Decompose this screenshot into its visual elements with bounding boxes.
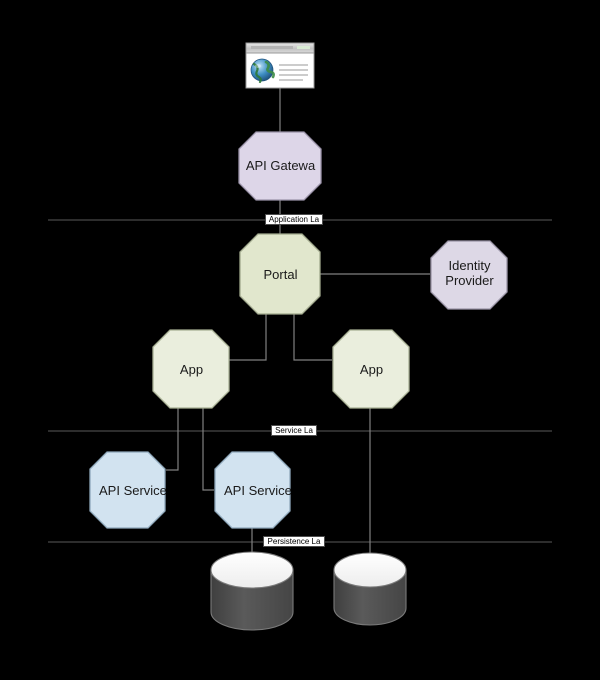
browser-titlebar-text bbox=[251, 46, 293, 49]
node-identity-provider-shape bbox=[430, 240, 508, 310]
edge-app-left-to-api-service-right bbox=[202, 408, 214, 491]
browser-text-lines bbox=[279, 64, 308, 81]
node-database-right-top bbox=[333, 552, 407, 588]
node-database-right[interactable] bbox=[333, 552, 407, 626]
browser-window[interactable] bbox=[245, 42, 315, 89]
node-api-service-right-shape bbox=[214, 451, 291, 529]
node-api-service-left[interactable] bbox=[89, 451, 166, 529]
node-api-service-right[interactable] bbox=[214, 451, 291, 529]
edge-portal-to-app-left bbox=[228, 314, 267, 361]
node-portal-shape bbox=[239, 233, 321, 315]
node-api-gateway[interactable] bbox=[238, 131, 322, 201]
node-database-left[interactable] bbox=[210, 551, 294, 631]
node-app-left-shape bbox=[152, 329, 230, 409]
node-app-right-shape bbox=[332, 329, 410, 409]
globe-icon bbox=[250, 58, 275, 84]
node-identity-provider[interactable] bbox=[430, 240, 508, 310]
browser-titlebar-buttons bbox=[297, 46, 310, 49]
node-app-left[interactable] bbox=[152, 329, 230, 409]
layer-label-service: Service La bbox=[271, 425, 317, 436]
node-api-service-left-shape bbox=[89, 451, 166, 529]
node-portal[interactable] bbox=[239, 233, 321, 315]
layer-label-persistence: Persistence La bbox=[263, 536, 325, 547]
edge-app-left-to-api-service-left bbox=[166, 408, 179, 471]
edge-portal-to-app-right bbox=[293, 314, 332, 361]
node-api-gateway-shape bbox=[238, 131, 322, 201]
node-app-right[interactable] bbox=[332, 329, 410, 409]
node-database-left-top bbox=[210, 551, 294, 589]
layer-label-application: Application La bbox=[265, 214, 323, 225]
